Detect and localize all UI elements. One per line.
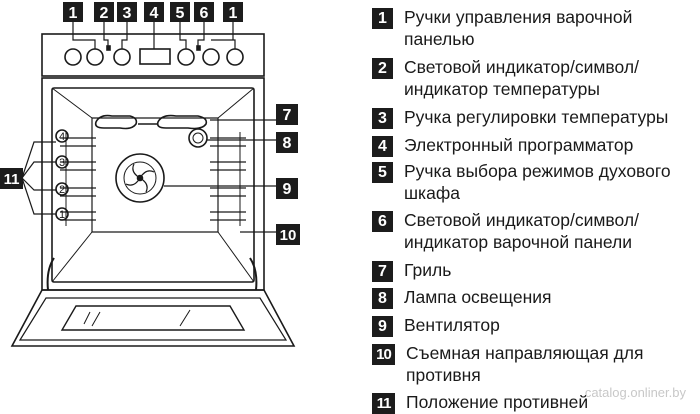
programmer-display — [139, 48, 171, 65]
right-shelf-rail — [210, 132, 246, 226]
legend-item: 7 Гриль — [372, 259, 694, 282]
legend-number: 4 — [372, 136, 393, 157]
callout-label: 10 — [280, 227, 297, 244]
lamp-icon — [188, 128, 208, 148]
callout-label: 4 — [150, 5, 159, 22]
legend-text: Вентилятор — [404, 315, 500, 335]
legend-number: 3 — [372, 108, 393, 129]
knob-icon — [86, 48, 104, 66]
fan-icon — [115, 153, 165, 203]
legend-number: 5 — [372, 162, 393, 183]
oven-diagram: 4 3 2 1 1 2 3 4 5 6 1 7 8 9 10 11 — [0, 2, 300, 347]
callout-label: 1 — [229, 5, 238, 22]
legend-number: 11 — [372, 393, 395, 414]
legend-item: 2 Световой индикатор/символ/индикатор те… — [372, 56, 694, 100]
legend-text: Гриль — [404, 260, 452, 280]
left-shelf-rail — [60, 132, 96, 226]
legend-item: 1 Ручки управления варочной панелью — [372, 6, 694, 50]
watermark: catalog.onliner.by — [584, 385, 686, 400]
grill-element — [94, 114, 208, 130]
shelf-position-label: 4 — [59, 131, 65, 143]
legend-text: Ручка регулировки температуры — [404, 107, 669, 127]
control-panel — [41, 33, 265, 77]
callout-label: 5 — [176, 5, 185, 22]
legend-number: 9 — [372, 316, 393, 337]
shelf-position-label: 3 — [59, 157, 65, 169]
legend-text: Ручки управления варочной панелью — [404, 7, 633, 49]
knob-icon — [64, 48, 82, 66]
legend-text: Съемная направляющая для противня — [406, 343, 644, 385]
legend-item: 3 Ручка регулировки температуры — [372, 106, 694, 129]
knob-icon — [113, 48, 131, 66]
legend-number: 10 — [372, 344, 395, 365]
legend-number: 6 — [372, 211, 393, 232]
knob-icon — [177, 48, 195, 66]
callout-label: 2 — [100, 5, 109, 22]
legend-text: Электронный программатор — [404, 135, 634, 155]
legend-item: 6 Световой индикатор/символ/индикатор ва… — [372, 209, 694, 253]
legend-item: 8 Лампа освещения — [372, 286, 694, 309]
callout-label: 11 — [4, 171, 20, 188]
callout-label: 8 — [283, 135, 292, 152]
callout-label: 7 — [283, 107, 292, 124]
legend-text: Положение противней — [406, 392, 589, 412]
legend-number: 7 — [372, 261, 393, 282]
callout-label: 3 — [123, 5, 132, 22]
shelf-position-label: 2 — [59, 184, 65, 196]
door-window — [60, 305, 246, 331]
legend-text: Световой индикатор/символ/индикатор темп… — [404, 57, 639, 99]
oven-body — [41, 77, 265, 291]
legend-item: 4 Электронный программатор — [372, 134, 694, 157]
shelf-position-label: 1 — [59, 209, 65, 221]
legend-text: Световой индикатор/символ/индикатор варо… — [404, 210, 639, 252]
knob-icon — [226, 48, 244, 66]
legend-item: 9 Вентилятор — [372, 314, 694, 337]
oven-cavity — [51, 87, 255, 283]
legend-number: 2 — [372, 58, 393, 79]
legend-text: Лампа освещения — [404, 287, 552, 307]
legend-number: 8 — [372, 288, 393, 309]
oven-door — [10, 289, 296, 347]
callout-label: 6 — [200, 5, 209, 22]
legend-item: 10 Съемная направляющая для противня — [372, 342, 696, 386]
legend-item: 5 Ручка выбора режимов духового шкафа — [372, 160, 694, 204]
callout-label: 9 — [283, 181, 292, 198]
knob-icon — [202, 48, 220, 66]
legend-text: Ручка выбора режимов духового шкафа — [404, 161, 671, 203]
legend-number: 1 — [372, 8, 393, 29]
legend-item: 11 Положение противней — [372, 391, 696, 414]
callout-label: 1 — [69, 5, 78, 22]
